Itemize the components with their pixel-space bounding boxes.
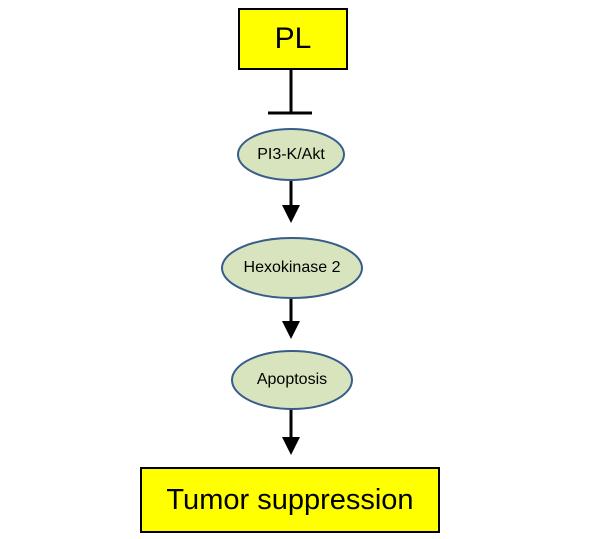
process-node-shape (231, 350, 353, 410)
outcome-box: Tumor suppression (140, 467, 440, 533)
pl-box: PL (238, 8, 348, 70)
pathway-node-label: PI3-K/Akt (257, 145, 325, 163)
process-node-label: Apoptosis (256, 371, 328, 388)
outcome-box-label: Tumor suppression (166, 483, 414, 516)
enzyme-node-shape (221, 237, 363, 299)
pathway-node-shape (237, 128, 345, 181)
enzyme-node-label: Hexokinase 2 (243, 259, 341, 276)
pl-box-label: PL (274, 22, 312, 55)
